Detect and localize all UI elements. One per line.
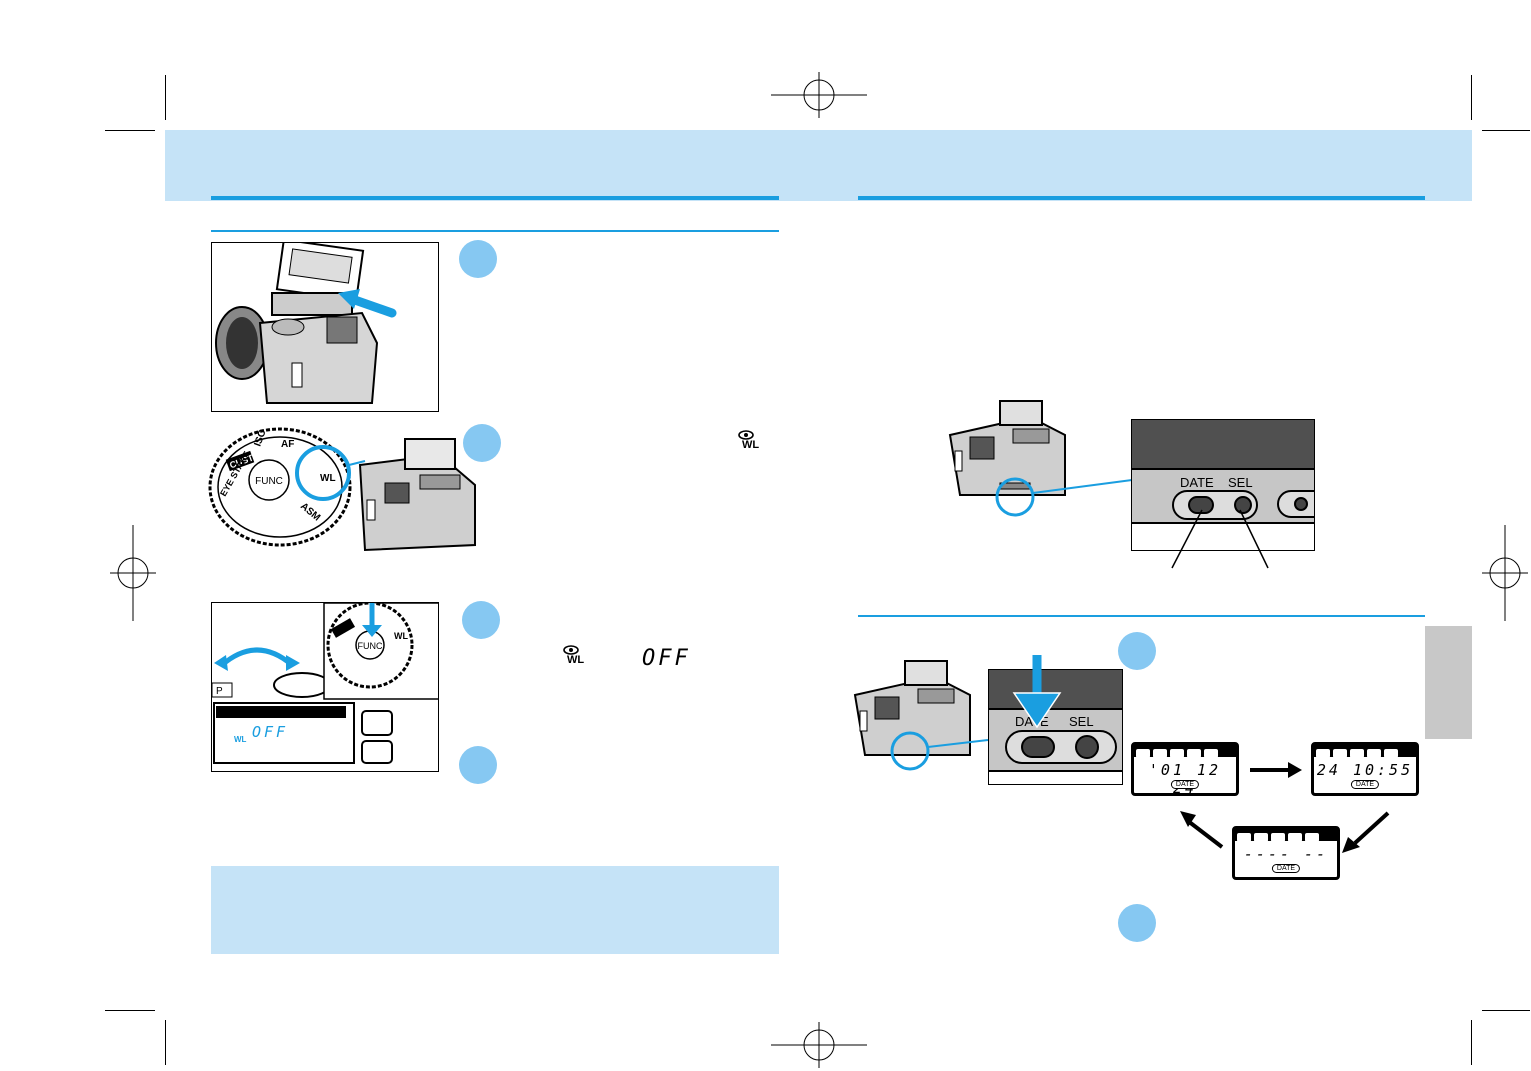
press-date-button[interactable] (1021, 736, 1055, 758)
lcd-wl-readout: WL (234, 735, 247, 744)
dial-func-label: FUNC (255, 476, 283, 487)
note-box (211, 866, 779, 954)
svg-text:P: P (216, 686, 223, 697)
lcd-time-value: 24 10:55 (1316, 761, 1414, 779)
registration-mark-right (1482, 525, 1528, 621)
camera-back-illustration (948, 400, 1066, 496)
figure-flash-mount (211, 238, 439, 412)
crop-mark (105, 130, 155, 131)
eye-icon (738, 430, 754, 440)
lcd-off-badge: DATE (1271, 864, 1301, 873)
lcd-off-readout: OFF (252, 723, 289, 741)
lcd-time-badge: DATE (1350, 780, 1380, 789)
svg-text:FUNC: FUNC (358, 641, 383, 651)
flash-mode-switch-knob (1294, 497, 1308, 511)
step-3-dot (462, 601, 500, 639)
right-title-rule (858, 196, 1425, 200)
step-2-dot (463, 424, 501, 462)
wl-symbol-step2: WL (736, 430, 766, 456)
crop-mark (1482, 1010, 1530, 1011)
step-date-2-dot (1118, 904, 1156, 942)
lcd-date-display: '01 12 24 DATE (1131, 742, 1239, 797)
step-4-dot (459, 746, 497, 784)
wl-label: WL (567, 654, 585, 666)
step-1-dot (459, 240, 497, 278)
lcd-off-display: ---- -- DATE (1232, 826, 1340, 880)
header-band (165, 130, 1472, 201)
date-sel-leader-lines (1171, 509, 1269, 569)
figure-dial-press: P FUNC WL OFF WL (211, 602, 439, 772)
sel-button[interactable] (1234, 496, 1252, 514)
date-panel-callout (995, 477, 1133, 517)
chapter-tab (1425, 626, 1472, 739)
crop-mark (165, 75, 166, 120)
date-panel-body (1132, 420, 1314, 468)
lcd-date-badge: DATE (1170, 780, 1200, 789)
crop-mark (165, 1020, 166, 1065)
lcd-off-value: ---- -- (1243, 845, 1329, 863)
registration-mark-bottom (771, 1022, 867, 1068)
crop-mark (1471, 1020, 1472, 1065)
dial-af-label: AF (281, 439, 294, 450)
eye-icon (563, 645, 579, 655)
date-button-label: DATE (1180, 475, 1214, 490)
registration-mark-left (110, 525, 156, 621)
date-button-press-zoom: DATE SEL (988, 669, 1123, 785)
date-panel-zoom: DATE SEL (1131, 419, 1315, 551)
step-date-1-dot (1118, 632, 1156, 670)
press-sel-button[interactable] (1075, 735, 1099, 759)
right-section-rule (858, 615, 1425, 617)
crop-mark (1482, 130, 1530, 131)
sel-button-label: SEL (1228, 475, 1253, 490)
wl-symbol-step3: WL (561, 645, 591, 671)
left-section-rule (211, 230, 779, 232)
lcd-time-display: 24 10:55 DATE (1311, 742, 1419, 796)
cycle-arrows (1180, 762, 1390, 853)
camera-flash-illustration (215, 238, 397, 404)
svg-text:WL: WL (394, 631, 408, 641)
dial-press-illustration: P FUNC WL (212, 603, 438, 771)
press-sel-label: SEL (1069, 714, 1094, 729)
figure-mode-dial: FUNC ISO AF ASM CUST EYE START WL (208, 427, 476, 552)
left-title-rule (211, 196, 779, 200)
press-arrow (1012, 655, 1062, 729)
camera-back-small-illustration (853, 660, 989, 771)
crop-mark (1471, 75, 1472, 120)
wl-label: WL (742, 439, 760, 451)
registration-mark-top (771, 72, 867, 118)
press-zoom-body (989, 670, 1122, 708)
dial-wl-label: WL (320, 473, 336, 484)
lcd-off-indicator: OFF (642, 646, 691, 671)
crop-mark (105, 1010, 155, 1011)
